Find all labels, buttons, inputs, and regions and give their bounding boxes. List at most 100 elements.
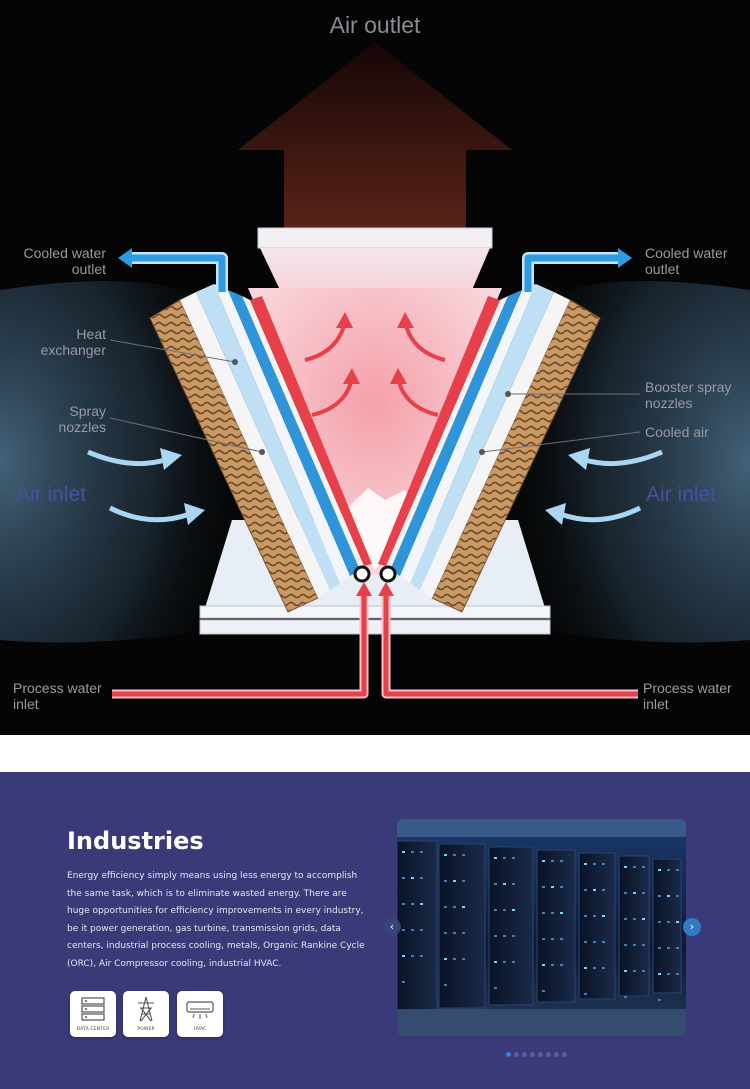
- server-led: [667, 921, 670, 923]
- server-led: [667, 973, 670, 975]
- server-led: [593, 863, 596, 865]
- server-led: [658, 895, 661, 897]
- label-line: Process water: [643, 680, 732, 696]
- server-led: [624, 918, 627, 920]
- white-peak: [335, 488, 420, 570]
- label-line: Spray: [69, 403, 106, 419]
- server-rack: [536, 849, 576, 1003]
- server-led: [584, 863, 587, 865]
- server-led: [642, 918, 645, 920]
- right-cold-arrow: [618, 248, 632, 268]
- base-plate-2: [199, 619, 551, 635]
- label-line: Cooled water: [23, 245, 107, 261]
- right-cooled-water-outlet-label: Cooled water outlet: [645, 245, 750, 277]
- server-led: [602, 889, 605, 891]
- server-led: [444, 906, 447, 908]
- server-led: [551, 964, 554, 966]
- server-led: [667, 947, 670, 949]
- server-led: [676, 947, 679, 949]
- server-led: [494, 857, 497, 859]
- server-led: [633, 892, 636, 894]
- left-hot-pipe: [112, 590, 367, 697]
- server-led: [642, 970, 645, 972]
- carousel-dot[interactable]: [530, 1052, 535, 1057]
- carousel-next-button[interactable]: ›: [683, 918, 701, 936]
- label-line: outlet: [71, 261, 106, 277]
- server-led: [453, 958, 456, 960]
- server-led: [444, 880, 447, 882]
- carousel-dot[interactable]: [562, 1052, 567, 1057]
- left-air-inlet-label: Air inlet: [16, 483, 87, 506]
- server-led: [551, 912, 554, 914]
- server-led: [420, 929, 423, 931]
- hvac-card[interactable]: HVAC: [177, 991, 223, 1037]
- carousel-dot[interactable]: [554, 1052, 559, 1057]
- label-line: inlet: [643, 696, 669, 712]
- carousel-dot[interactable]: [514, 1052, 519, 1057]
- carousel-slide-image[interactable]: [397, 819, 686, 1036]
- server-led: [542, 990, 545, 992]
- server-led: [676, 869, 679, 871]
- right-process-water-inlet-label: Process water inlet: [643, 680, 750, 712]
- server-led: [542, 860, 545, 862]
- server-led: [602, 967, 605, 969]
- server-led: [624, 892, 627, 894]
- label-line: Booster spray: [645, 379, 732, 395]
- carousel-dot[interactable]: [506, 1052, 511, 1057]
- data-center-card[interactable]: DATA CENTER: [70, 991, 116, 1037]
- label-line: nozzles: [645, 395, 693, 411]
- server-led: [560, 860, 563, 862]
- carousel-dot[interactable]: [538, 1052, 543, 1057]
- industries-title: Industries: [67, 827, 204, 855]
- server-led: [642, 944, 645, 946]
- server-led: [584, 993, 587, 995]
- server-led: [444, 932, 447, 934]
- server-led: [624, 996, 627, 998]
- carousel-dot[interactable]: [546, 1052, 551, 1057]
- server-led: [642, 866, 645, 868]
- server-led: [676, 973, 679, 975]
- left-cooled-water-outlet-label: Cooled water outlet: [0, 245, 107, 277]
- server-led: [453, 880, 456, 882]
- server-led: [658, 921, 661, 923]
- server-led: [593, 889, 596, 891]
- server-led: [411, 877, 414, 879]
- carousel-prev-button[interactable]: ‹: [383, 918, 401, 936]
- server-led: [411, 929, 414, 931]
- server-led: [402, 981, 405, 983]
- right-air-inlet-label: Air inlet: [646, 483, 717, 506]
- label-line: nozzles: [58, 419, 106, 435]
- air-outlet-arrow: [238, 42, 512, 232]
- server-led: [642, 892, 645, 894]
- heat-exchanger-label: Heat exchanger: [0, 326, 106, 358]
- server-led: [420, 903, 423, 905]
- data-center-label: DATA CENTER: [76, 1027, 110, 1032]
- server-led: [667, 869, 670, 871]
- power-card[interactable]: POWER: [123, 991, 169, 1037]
- server-led: [624, 866, 627, 868]
- carousel-dot[interactable]: [522, 1052, 527, 1057]
- server-led: [494, 935, 497, 937]
- server-led: [462, 854, 465, 856]
- left-cold-pipe: [128, 254, 226, 292]
- server-led: [402, 851, 405, 853]
- server-led: [462, 932, 465, 934]
- server-led: [453, 854, 456, 856]
- server-led: [602, 863, 605, 865]
- air-outlet-label: Air outlet: [329, 12, 421, 38]
- server-led: [584, 967, 587, 969]
- server-rack: [652, 858, 682, 994]
- base-plate-1: [199, 605, 551, 619]
- server-led: [453, 932, 456, 934]
- server-led: [551, 886, 554, 888]
- industries-description: Energy efficiency simply means using les…: [67, 871, 365, 969]
- server-led: [624, 970, 627, 972]
- right-hot-pipe: [383, 590, 638, 697]
- server-led: [462, 880, 465, 882]
- server-rack: [578, 852, 616, 1000]
- server-led: [402, 903, 405, 905]
- server-led: [503, 857, 506, 859]
- server-led: [462, 958, 465, 960]
- label-line: outlet: [645, 261, 680, 277]
- server-led: [560, 938, 563, 940]
